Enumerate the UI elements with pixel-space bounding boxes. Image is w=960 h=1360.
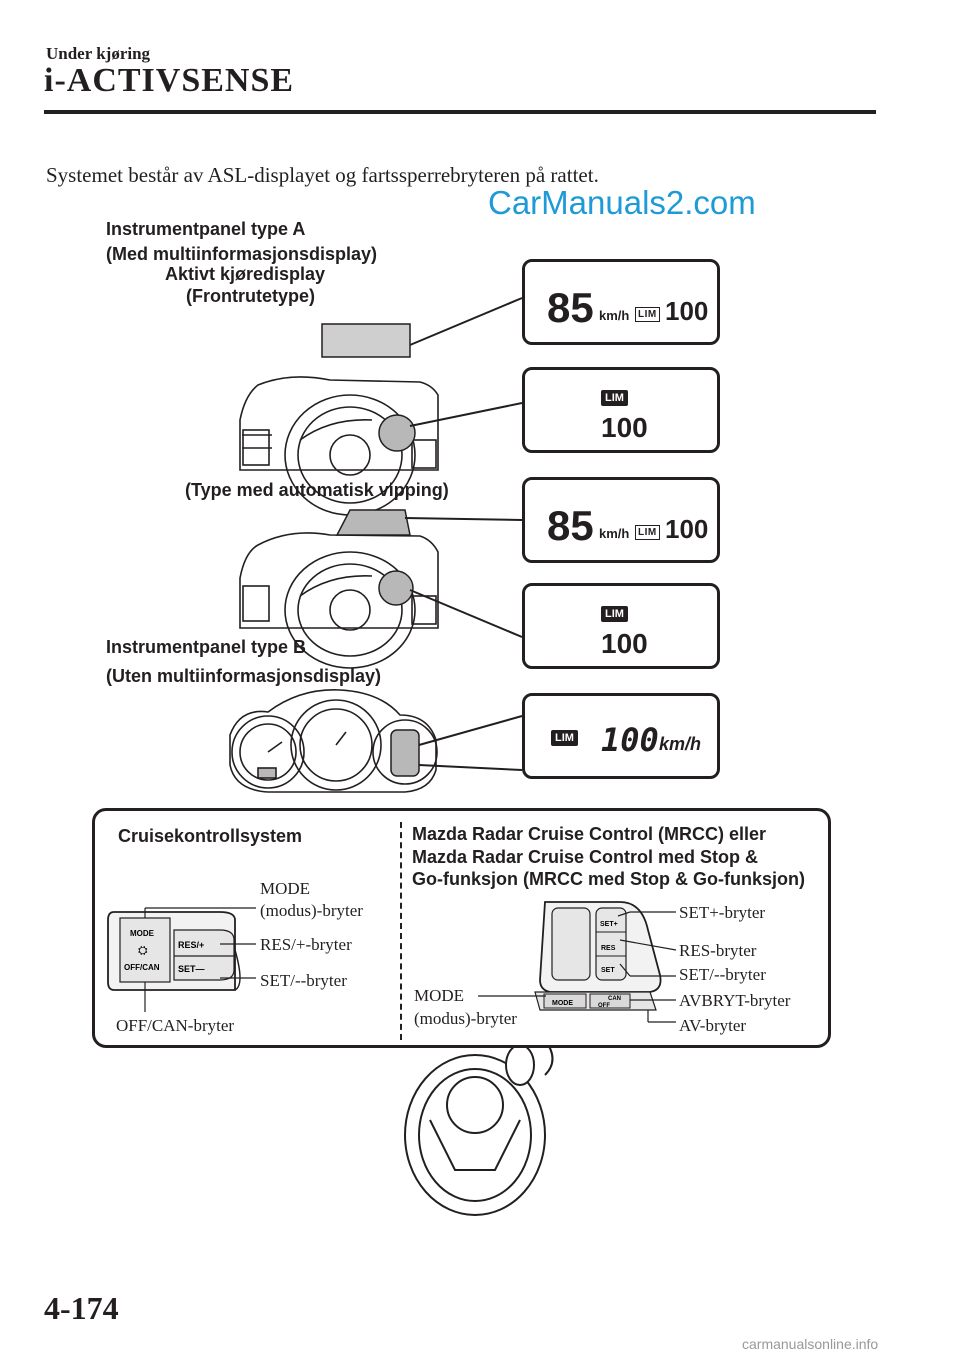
speed-unit: km/h xyxy=(659,734,701,755)
lim-icon: LIM xyxy=(601,390,628,406)
lim-icon: LIM xyxy=(635,525,660,540)
lim-icon: LIM xyxy=(635,307,660,322)
setminus-label-mrcc: SET/--bryter xyxy=(679,964,766,986)
speed-limit: 100 xyxy=(601,414,648,442)
speed-limit: 100 xyxy=(665,516,708,542)
res-switch-text: RES/+ xyxy=(178,940,204,950)
offcan-switch-text: OFF/CAN xyxy=(124,963,160,972)
off-switch-text: OFF xyxy=(598,1003,610,1009)
mode-label-line2: (modus)-bryter xyxy=(260,900,363,922)
mrcc-title-line3: Go-funksjon (MRCC med Stop & Go-funksjon… xyxy=(412,869,805,890)
display-hud-a: 85 km/h LIM 100 xyxy=(522,259,720,345)
speed-limit-b: 100 xyxy=(601,724,659,756)
speed-unit: km/h xyxy=(599,526,629,541)
set-switch-text: SET— xyxy=(178,964,205,974)
mrcc-mode-label-line2: (modus)-bryter xyxy=(414,1008,517,1030)
can-switch-text: CAN xyxy=(608,996,621,1002)
setplus-label: SET+-bryter xyxy=(679,902,765,924)
res-label-mrcc: RES-bryter xyxy=(679,940,756,962)
lim-icon: LIM xyxy=(601,606,628,622)
res-label: RES/+-bryter xyxy=(260,934,352,956)
footer-watermark: carmanualsonline.info xyxy=(742,1336,878,1352)
mode-label-line1: MODE xyxy=(260,878,310,900)
display-meter-b: LIM 100 km/h xyxy=(522,693,720,779)
mrcc-title-line1: Mazda Radar Cruise Control (MRCC) eller xyxy=(412,824,766,845)
wheel-callout xyxy=(506,1045,534,1085)
hud-panel xyxy=(322,324,410,357)
page-number: 4-174 xyxy=(44,1290,119,1327)
set-switch-text: SET xyxy=(601,967,615,974)
lim-icon: LIM xyxy=(551,730,578,746)
mode-switch-text: MODE xyxy=(130,929,155,938)
speed-unit: km/h xyxy=(599,308,629,323)
meter-highlight-b xyxy=(391,730,419,776)
cruise-control-title: Cruisekontrollsystem xyxy=(118,826,302,847)
display-meter-a: LIM 100 xyxy=(522,367,720,453)
current-speed: 85 xyxy=(547,505,594,547)
display-meter-tilt: LIM 100 xyxy=(522,583,720,669)
meter-highlight-2 xyxy=(379,571,413,605)
mrcc-title-line2: Mazda Radar Cruise Control med Stop & xyxy=(412,847,758,868)
tilt-hud-panel xyxy=(337,510,410,535)
offcan-label: OFF/CAN-bryter xyxy=(116,1015,234,1037)
display-hud-tilt: 85 km/h LIM 100 xyxy=(522,477,720,563)
setplus-switch-text: SET+ xyxy=(600,921,618,928)
speed-limit: 100 xyxy=(665,298,708,324)
set-label: SET/--bryter xyxy=(260,970,347,992)
cruise-icon: ⛭ xyxy=(138,943,148,957)
speed-limit: 100 xyxy=(601,630,648,658)
av-label: AV-bryter xyxy=(679,1015,746,1037)
res-switch-text: RES xyxy=(601,945,616,952)
meter-highlight-1 xyxy=(379,415,415,451)
current-speed: 85 xyxy=(547,287,594,329)
mrcc-mode-label-line1: MODE xyxy=(414,985,464,1007)
avbryt-label: AVBRYT-bryter xyxy=(679,990,790,1012)
